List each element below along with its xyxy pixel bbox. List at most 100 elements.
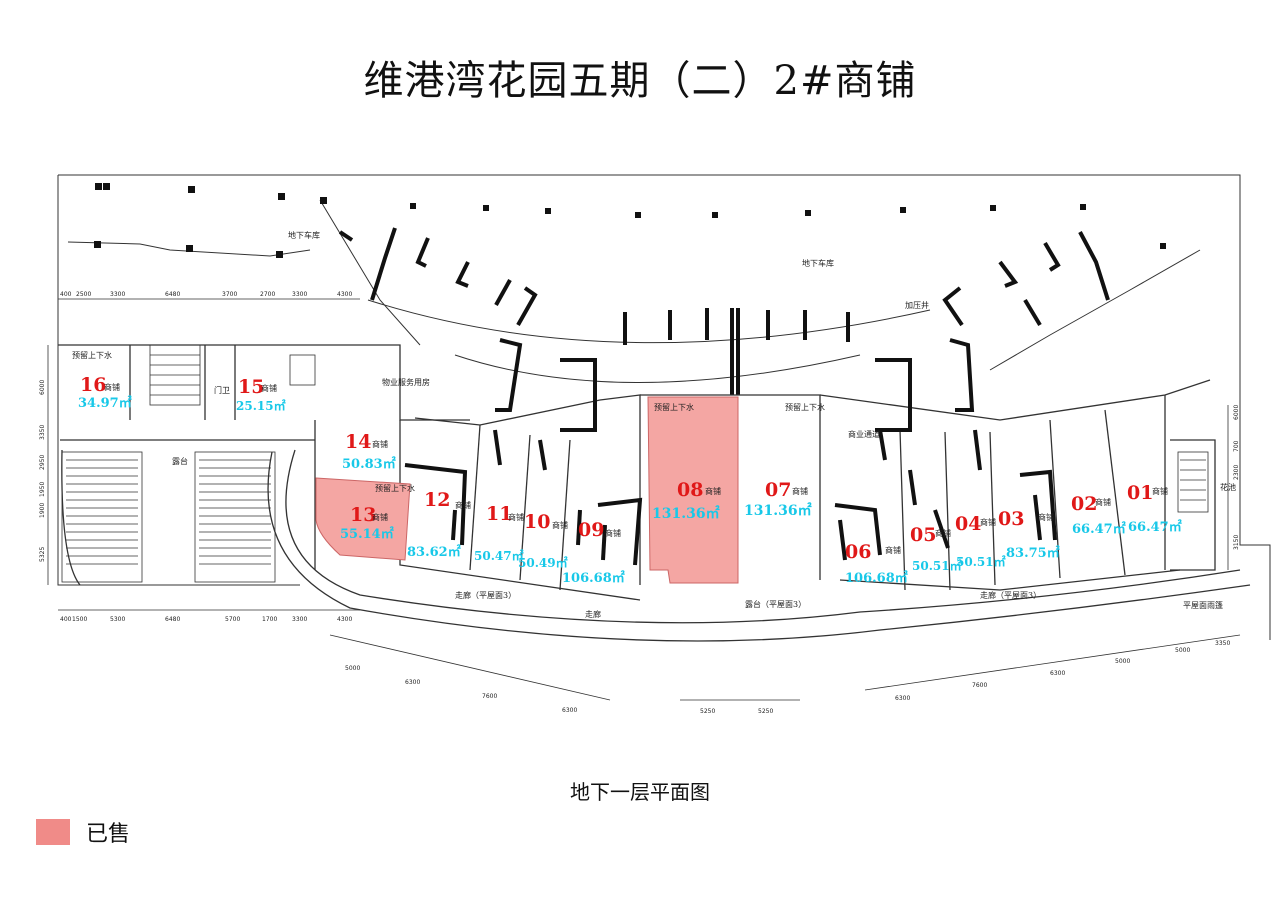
dim-lower-right-4: 5000 [1175,647,1190,654]
shop-11-number: 11 [486,503,512,525]
dim-bottom-4: 5700 [225,616,240,623]
shop-04[interactable]: 04 商铺 50.51㎡ [955,513,1006,569]
shop-13-tag: 商铺 [372,512,388,522]
dim-lower-right-3: 5000 [1115,658,1130,665]
shop-14-tag: 商铺 [372,439,388,449]
dim-lower-right-5: 3350 [1215,640,1230,647]
shop-14-area: 50.83㎡ [342,456,396,472]
shop-13-fill[interactable] [315,477,411,561]
shop-04-tag: 商铺 [980,517,996,527]
dim-bottom-7: 4300 [337,616,352,623]
shop-13-water: 预留上下水 [375,483,415,493]
dim-bottom-5: 1700 [262,616,277,623]
shop-06[interactable]: 06 商铺 106.68㎡ [845,541,908,586]
dim-lower-left-0: 5000 [345,665,360,672]
shop-08-fill[interactable] [647,396,739,584]
label-corridor-right: 走廊（平屋面3） [980,590,1041,600]
shop-10-area: 50.49㎡ [518,555,568,570]
shop-08-tag: 商铺 [705,486,721,496]
shop-15-area: 25.15㎡ [236,398,286,413]
dimension-labels-vertical: 6000 3350 2950 1950 1900 5325 6000 700 2… [39,380,1240,562]
shop-02-area: 66.47㎡ [1072,521,1126,537]
shop-01-number: 01 [1127,482,1153,504]
dim-right-2: 2300 [1233,465,1240,480]
label-property-room: 物业服务用房 [382,377,430,387]
shop-08[interactable]: 08 商铺 131.36㎡ [652,479,721,522]
label-flower-bed: 花池 [1220,482,1236,492]
shop-05-number: 05 [910,524,936,546]
shop-05-tag: 商铺 [935,528,951,538]
shop-01[interactable]: 01 商铺 66.47㎡ [1127,482,1182,535]
dim-lower-left-1: 6300 [405,679,420,686]
shop-12[interactable]: 12 商铺 83.62㎡ [407,489,471,560]
sold-swatch [36,819,70,845]
shop-06-area: 106.68㎡ [845,570,908,586]
dim-lower-mid-1: 5250 [758,708,773,715]
shop-10[interactable]: 10 商铺 50.49㎡ [518,511,568,570]
dim-right-0: 6000 [1233,405,1240,420]
shop-01-tag: 商铺 [1152,486,1168,496]
shop-06-tag: 商铺 [885,545,901,555]
dim-left-4: 1900 [39,503,46,518]
label-pressure-well: 加压井 [905,300,929,310]
shop-05[interactable]: 05 商铺 50.51㎡ [910,524,962,573]
dim-top-0: 400 [60,291,72,298]
shop-labels: 01 商铺 66.47㎡ 02 商铺 66.47㎡ 03 商铺 83.75㎡ 0… [78,374,1182,586]
shop-15-number: 15 [238,376,264,398]
shop-11-area: 50.47㎡ [474,548,524,563]
shop-07[interactable]: 07 商铺 131.36㎡ [744,479,812,519]
dim-bottom-6: 3300 [292,616,307,623]
shop-01-area: 66.47㎡ [1128,519,1182,535]
shop-14[interactable]: 14 商铺 50.83㎡ [342,431,396,472]
sold-label: 已售 [86,822,131,847]
dim-lower-left-2: 7600 [482,693,497,700]
shop-16[interactable]: 16 商铺 34.97㎡ [78,374,132,411]
shop-03[interactable]: 03 商铺 83.75㎡ [998,508,1060,561]
label-corridor-left2: 走廊 [585,609,601,619]
stairs [61,344,1209,583]
shop-08-area: 131.36㎡ [652,505,720,522]
shop-05-area: 50.51㎡ [912,558,962,573]
dim-lower-right-1: 7600 [972,682,987,689]
parking-walls [338,227,1110,395]
label-shop-corridor: 商业通道 [848,429,880,439]
shop-12-number: 12 [424,489,450,511]
label-guard: 门卫 [214,385,230,395]
dim-right-1: 700 [1233,440,1240,452]
shop-03-number: 03 [998,508,1024,530]
dim-lower-right-0: 6300 [895,695,910,702]
shop-11[interactable]: 11 商铺 50.47㎡ [474,503,524,563]
dim-bottom-0: 400 [60,616,72,623]
legend: 已售 [36,816,130,848]
shop-16-tag: 商铺 [104,382,120,392]
shop-02[interactable]: 02 商铺 66.47㎡ [1071,493,1126,537]
dim-lower-left-3: 6300 [562,707,577,714]
shop-02-tag: 商铺 [1095,497,1111,507]
dim-top-2: 3300 [110,291,125,298]
shop-16-number: 16 [80,374,106,396]
shop-13[interactable]: 13 商铺 55.14㎡ 预留上下水 [340,483,415,542]
dim-lower-right-2: 6300 [1050,670,1065,677]
shop-12-tag: 商铺 [455,500,471,510]
shop-09-number: 09 [578,519,604,541]
dim-bottom-3: 6480 [165,616,180,623]
label-parking-top: 地下车库 [288,230,320,240]
shop-14-number: 14 [345,431,371,453]
dim-left-5: 5325 [39,547,46,562]
label-reserved-water-08: 预留上下水 [654,402,694,412]
shop-06-number: 06 [845,541,871,563]
shop-07-number: 07 [765,479,791,501]
site-outline [57,174,1271,640]
shop-11-tag: 商铺 [508,512,524,522]
shop-09[interactable]: 09 商铺 106.68㎡ [562,519,625,586]
dim-top-3: 6480 [165,291,180,298]
shop-02-number: 02 [1071,493,1097,515]
dim-left-1: 3350 [39,425,46,440]
label-terrace-left: 露台 [172,456,188,466]
label-reserved-water-16: 预留上下水 [72,350,112,360]
sold-shops [315,396,739,584]
parking-pillars [94,183,1166,258]
shop-15[interactable]: 15 商铺 25.15㎡ [236,376,286,413]
room-labels: 地下车库 地下车库 物业服务用房 露台 露台（平屋面3） 走廊（平屋面3） 走廊… [72,230,1236,619]
